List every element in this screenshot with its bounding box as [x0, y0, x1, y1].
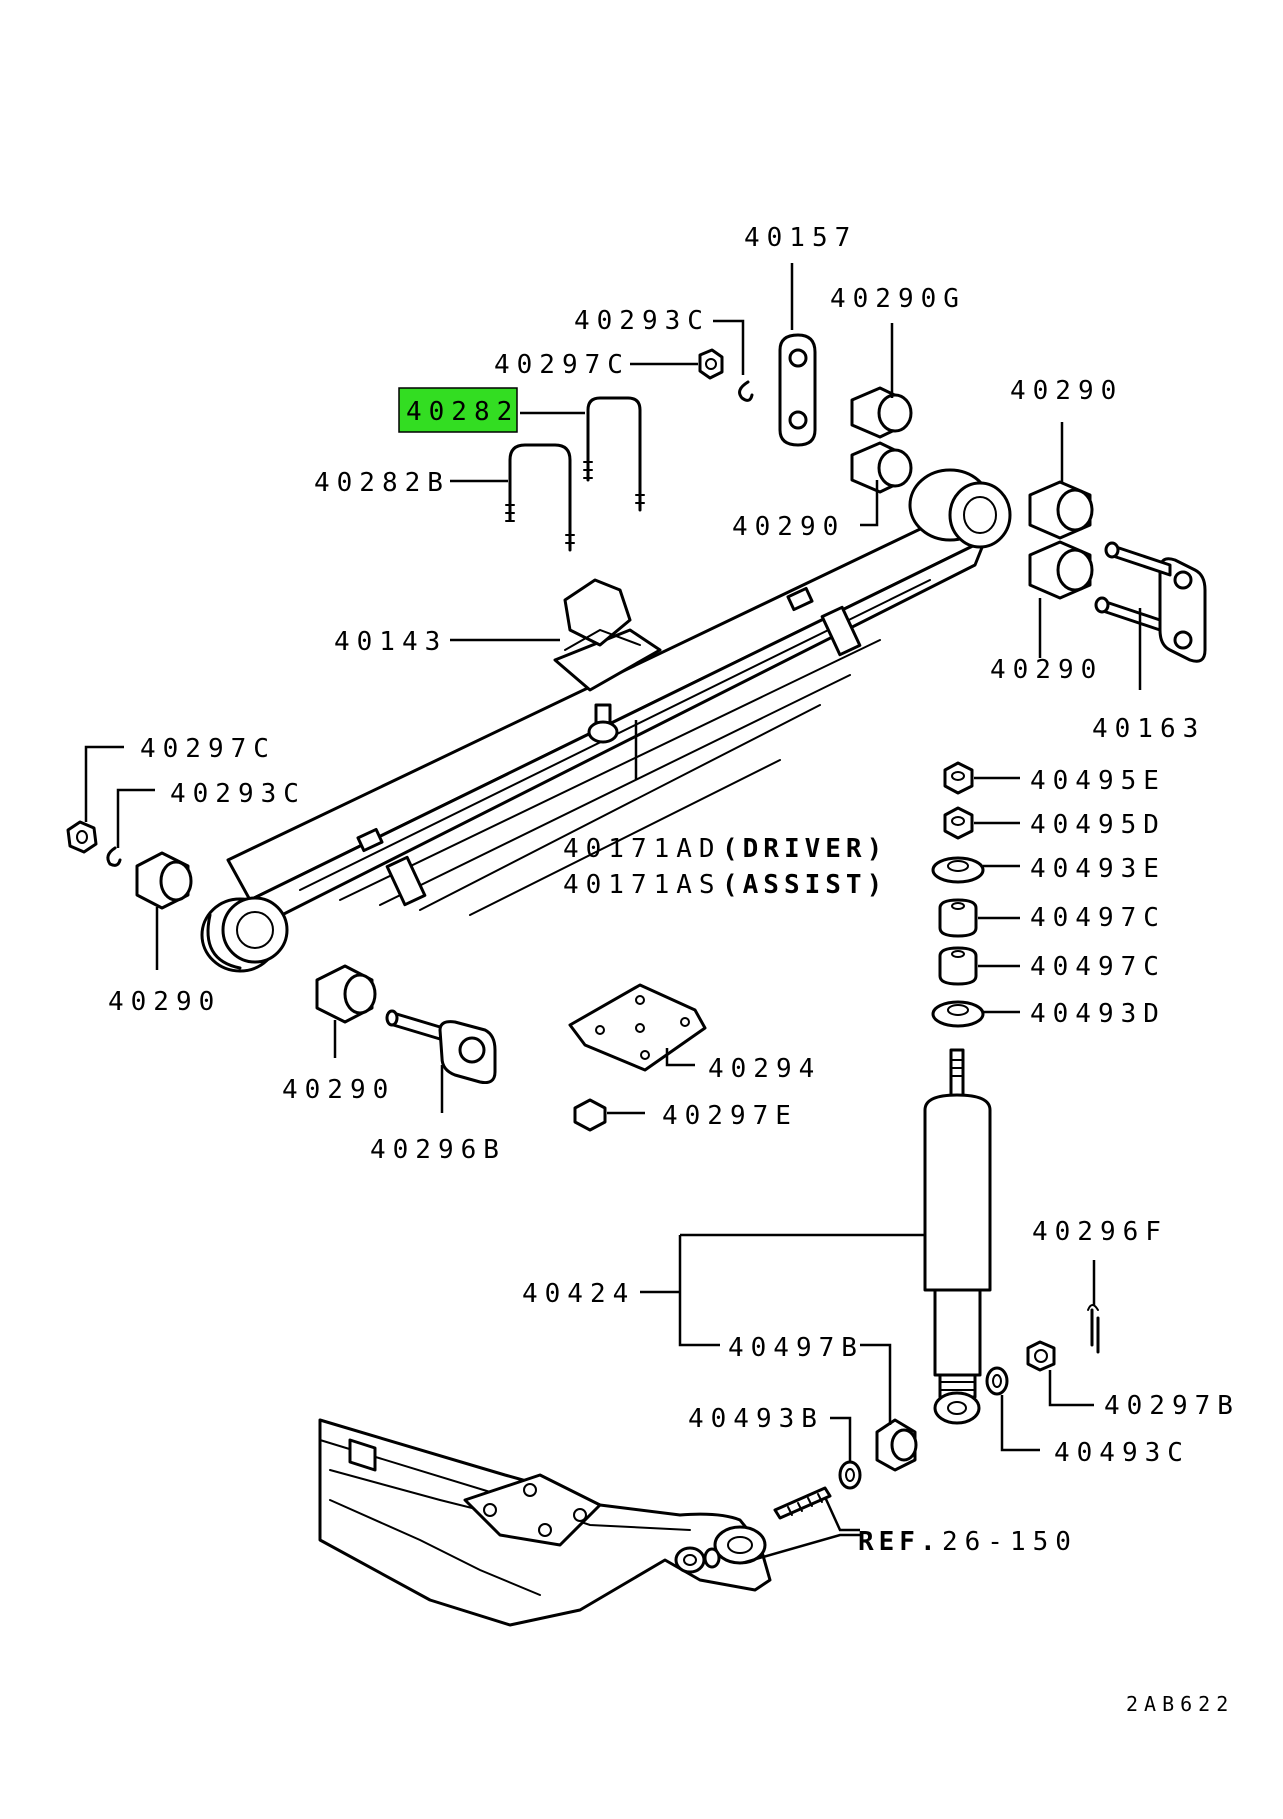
bushing-40290-right-top[interactable] — [1028, 480, 1094, 540]
washer-40293c-left[interactable] — [106, 846, 122, 867]
label-40163[interactable]: 40163 — [1092, 714, 1205, 744]
nut-40297c-top[interactable] — [698, 348, 724, 380]
label-40171as[interactable]: 40171AS — [563, 870, 722, 900]
label-40282b[interactable]: 40282B — [314, 468, 450, 498]
label-40497b[interactable]: 40497B — [728, 1333, 864, 1363]
label-40493c-bottom[interactable]: 40493C — [1054, 1438, 1190, 1468]
label-40493d[interactable]: 40493D — [1030, 999, 1166, 1029]
part-labels: 40157 40290G 40293C 40297C 40282 40282B … — [108, 223, 1240, 1716]
label-40290g[interactable]: 40290G — [830, 284, 966, 314]
label-40293c-left[interactable]: 40293C — [170, 779, 306, 809]
drawing-code: 2AB622 — [1126, 1692, 1234, 1716]
nut-40297c-left[interactable] — [66, 820, 98, 854]
bolt-40296b[interactable] — [385, 1009, 497, 1084]
nut-40495d[interactable] — [943, 806, 974, 840]
washer-40493c-bottom[interactable] — [985, 1366, 1009, 1396]
u-bolt-40282b[interactable] — [505, 443, 575, 552]
label-40171ad[interactable]: 40171AD — [563, 834, 722, 864]
nut-40297b[interactable] — [1026, 1340, 1056, 1372]
cotter-pin-40296f[interactable] — [1087, 1304, 1100, 1354]
label-40171as-note: (ASSIST) — [722, 870, 887, 900]
label-40290-right-bottom[interactable]: 40290 — [990, 655, 1103, 685]
bushing-40290-right-bottom[interactable] — [1028, 540, 1094, 600]
leader-lines — [84, 263, 1142, 1565]
label-ref: REF. — [858, 1527, 941, 1557]
spring-eye-rear — [200, 896, 289, 973]
label-40495e[interactable]: 40495E — [1030, 766, 1166, 796]
plate-40294[interactable] — [568, 983, 707, 1072]
bushing-40290-top-center[interactable] — [850, 441, 913, 494]
washer-40293c-top[interactable] — [738, 380, 754, 402]
label-40282[interactable]: 40282 — [406, 397, 519, 427]
bushing-40497c-2[interactable] — [938, 946, 978, 986]
label-40297c-left[interactable]: 40297C — [140, 734, 276, 764]
label-40495d[interactable]: 40495D — [1030, 810, 1166, 840]
spring-seat-40143[interactable] — [553, 578, 662, 692]
label-40497c-1[interactable]: 40497C — [1030, 903, 1166, 933]
axle-frame — [318, 1418, 772, 1627]
label-40493b[interactable]: 40493B — [688, 1404, 824, 1434]
label-40290-right-top[interactable]: 40290 — [1010, 376, 1123, 406]
bushing-40290g[interactable] — [850, 386, 913, 439]
label-40297e[interactable]: 40297E — [662, 1101, 798, 1131]
label-40297c-top[interactable]: 40297C — [494, 350, 630, 380]
label-40296b[interactable]: 40296B — [370, 1135, 506, 1165]
nut-40495e[interactable] — [943, 761, 974, 795]
leaf-spring[interactable] — [226, 508, 987, 927]
label-40294[interactable]: 40294 — [708, 1054, 821, 1084]
label-40296f[interactable]: 40296F — [1032, 1217, 1168, 1247]
washer-40493e[interactable] — [931, 856, 985, 884]
label-40297b[interactable]: 40297B — [1104, 1391, 1240, 1421]
label-40493e[interactable]: 40493E — [1030, 854, 1166, 884]
bushing-40290-bottom[interactable] — [315, 964, 377, 1024]
label-ref-number[interactable]: 26-150 — [942, 1527, 1078, 1557]
spring-eye-front — [908, 468, 1012, 549]
nut-40297e[interactable] — [573, 1098, 607, 1132]
washer-40493b[interactable] — [838, 1460, 862, 1490]
u-bolt-40282[interactable] — [583, 396, 645, 512]
bushing-40497b[interactable] — [875, 1418, 918, 1472]
label-40171ad-note: (DRIVER) — [722, 834, 887, 864]
label-40157[interactable]: 40157 — [744, 223, 857, 253]
shackle-40163[interactable] — [1094, 541, 1207, 663]
bushing-40290-left[interactable] — [135, 851, 193, 910]
label-40282-highlight — [398, 387, 518, 433]
label-40290-top-center[interactable]: 40290 — [732, 512, 845, 542]
label-40290-bottom[interactable]: 40290 — [282, 1075, 395, 1105]
stud-ref-26-150[interactable] — [773, 1486, 832, 1520]
shackle-plate-40157[interactable] — [778, 333, 817, 447]
bushing-40497c-1[interactable] — [938, 898, 978, 938]
label-40290-left[interactable]: 40290 — [108, 987, 221, 1017]
label-40143[interactable]: 40143 — [334, 627, 447, 657]
washer-40493d[interactable] — [931, 1000, 985, 1028]
label-40497c-2[interactable]: 40497C — [1030, 952, 1166, 982]
label-40293c-top[interactable]: 40293C — [574, 306, 710, 336]
shock-absorber-40424[interactable] — [923, 1048, 992, 1425]
label-40424[interactable]: 40424 — [522, 1279, 635, 1309]
